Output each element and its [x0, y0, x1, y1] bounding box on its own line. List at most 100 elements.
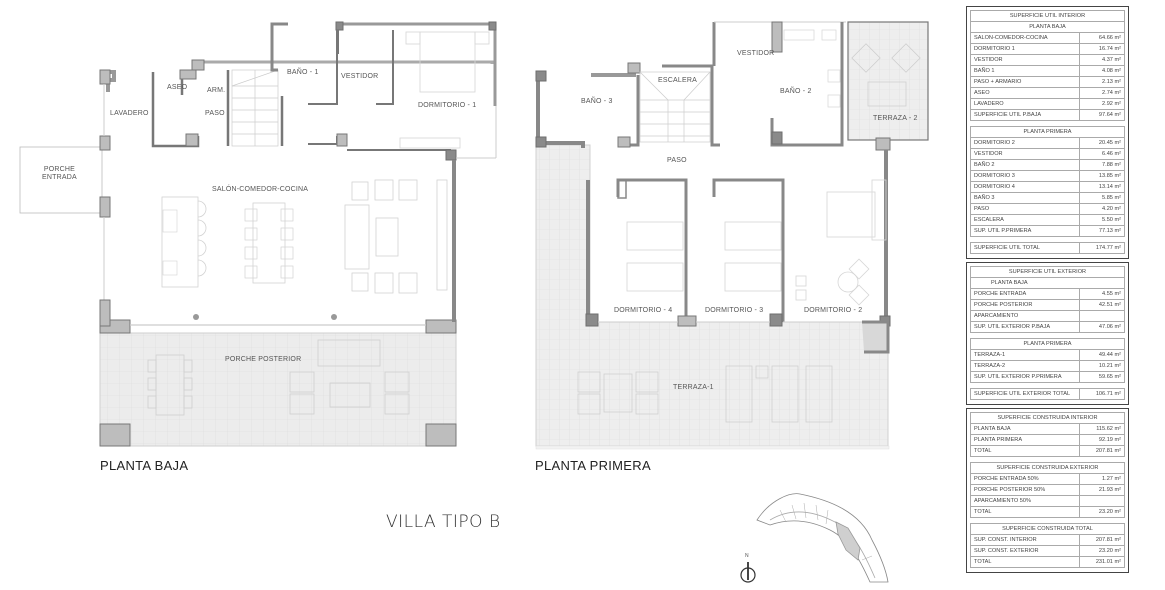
row-label: TOTAL [970, 556, 1080, 568]
row-value: 20.45 m² [1079, 137, 1125, 149]
planta-baja-title: PLANTA BAJA [100, 458, 189, 473]
row-label: LAVADERO [970, 98, 1080, 110]
row-value: 2.13 m² [1079, 76, 1125, 88]
row-value: 77.13 m² [1079, 225, 1125, 237]
row-value: 2.92 m² [1079, 98, 1125, 110]
row-value: 5.85 m² [1079, 192, 1125, 204]
table-row: APARCAMIENTO [970, 310, 1125, 322]
row-value: 42.51 m² [1079, 299, 1125, 311]
row-label: PASO [970, 203, 1080, 215]
room-label-terraza-2: TERRAZA - 2 [873, 115, 918, 122]
row-label: SUP. CONST. INTERIOR [970, 534, 1080, 546]
planta-baja-plan [19, 21, 497, 447]
row-label: SUP. UTIL EXTERIOR P.BAJA [970, 321, 1080, 333]
row-value: 92.19 m² [1079, 434, 1125, 446]
room-label-aseo: ASEO [167, 84, 188, 91]
row-label: ESCALERA [970, 214, 1080, 226]
table-subtitle: PLANTA BAJA [970, 277, 1125, 289]
table-util-exterior: SUPERFICIE UTIL EXTERIOR PLANTA BAJA POR… [966, 262, 1129, 405]
table-util-interior: SUPERFICIE UTIL INTERIOR PLANTA BAJA SAL… [966, 6, 1129, 259]
area-tables: SUPERFICIE UTIL INTERIOR PLANTA BAJA SAL… [966, 6, 1129, 576]
row-label: PLANTA PRIMERA [970, 434, 1080, 446]
row-value: 231.01 m² [1079, 556, 1125, 568]
table-title: SUPERFICIE CONSTRUIDA EXTERIOR [970, 462, 1125, 474]
table-construida-total: SUPERFICIE CONSTRUIDA TOTAL SUP. CONST. … [970, 523, 1125, 568]
row-value: 10.21 m² [1079, 360, 1125, 372]
row-label: SUPERFICIE UTIL EXTERIOR TOTAL [970, 388, 1080, 400]
row-value: 174.77 m² [1079, 242, 1125, 254]
room-label-porche-posterior: PORCHE POSTERIOR [225, 356, 302, 363]
row-label: DORMITORIO 2 [970, 137, 1080, 149]
row-value: 207.81 m² [1079, 534, 1125, 546]
row-value: 4.08 m² [1079, 65, 1125, 77]
row-label: SUP. UTIL P.PRIMERA [970, 225, 1080, 237]
table-title: SUPERFICIE UTIL EXTERIOR [970, 266, 1125, 278]
row-label: VESTIDOR [970, 148, 1080, 160]
row-label: PORCHE POSTERIOR [970, 299, 1080, 311]
row-label: DORMITORIO 3 [970, 170, 1080, 182]
row-value: 49.44 m² [1079, 349, 1125, 361]
room-label-terraza-1: TERRAZA-1 [673, 384, 714, 391]
table-util-interior-baja: SUPERFICIE UTIL INTERIOR PLANTA BAJA SAL… [970, 10, 1125, 121]
row-value: 6.46 m² [1079, 148, 1125, 160]
row-label: APARCAMIENTO 50% [970, 495, 1080, 507]
room-label-lavadero: LAVADERO [110, 110, 149, 117]
table-construida-exterior: SUPERFICIE CONSTRUIDA EXTERIOR PORCHE EN… [970, 462, 1125, 518]
row-label: TERRAZA-2 [970, 360, 1080, 372]
table-construida: SUPERFICIE CONSTRUIDA INTERIOR PLANTA BA… [966, 408, 1129, 573]
row-value: 16.74 m² [1079, 43, 1125, 55]
row-label: BAÑO 2 [970, 159, 1080, 171]
villa-title: VILLA TIPO B [386, 512, 501, 532]
planta-primera-title: PLANTA PRIMERA [535, 458, 651, 473]
row-value: 23.20 m² [1079, 506, 1125, 518]
row-value: 2.74 m² [1079, 87, 1125, 99]
row-label: BAÑO 3 [970, 192, 1080, 204]
row-label: SUPERFICIE UTIL TOTAL [970, 242, 1080, 254]
row-value: 115.62 m² [1079, 423, 1125, 435]
table-subtitle: PLANTA PRIMERA [970, 126, 1125, 138]
table-row: APARCAMIENTO 50% [970, 495, 1125, 507]
table-construida-interior: SUPERFICIE CONSTRUIDA INTERIOR PLANTA BA… [970, 412, 1125, 457]
room-label-porche-entrada: PORCHE ENTRADA [42, 166, 77, 181]
row-label: APARCAMIENTO [970, 310, 1080, 322]
room-label-dormitorio-3: DORMITORIO - 3 [705, 307, 764, 314]
planta-primera-plan [535, 21, 929, 450]
porche-entrada-area [19, 146, 103, 214]
row-label: PASO + ARMARIO [970, 76, 1080, 88]
row-label: TOTAL [970, 506, 1080, 518]
room-label-dormitorio-2: DORMITORIO - 2 [804, 307, 863, 314]
room-label-paso-baja: PASO [205, 110, 225, 117]
row-value: 5.50 m² [1079, 214, 1125, 226]
north-arrow-icon [740, 562, 756, 583]
room-label-paso-primera: PASO [667, 157, 687, 164]
row-label: ASEO [970, 87, 1080, 99]
room-label-escalera: ESCALERA [658, 77, 697, 84]
row-value: 1.27 m² [1079, 473, 1125, 485]
room-label-dormitorio-4: DORMITORIO - 4 [614, 307, 673, 314]
row-label: PLANTA BAJA [970, 423, 1080, 435]
row-label: SUP. UTIL EXTERIOR P.PRIMERA [970, 371, 1080, 383]
row-value: 64.66 m² [1079, 32, 1125, 44]
